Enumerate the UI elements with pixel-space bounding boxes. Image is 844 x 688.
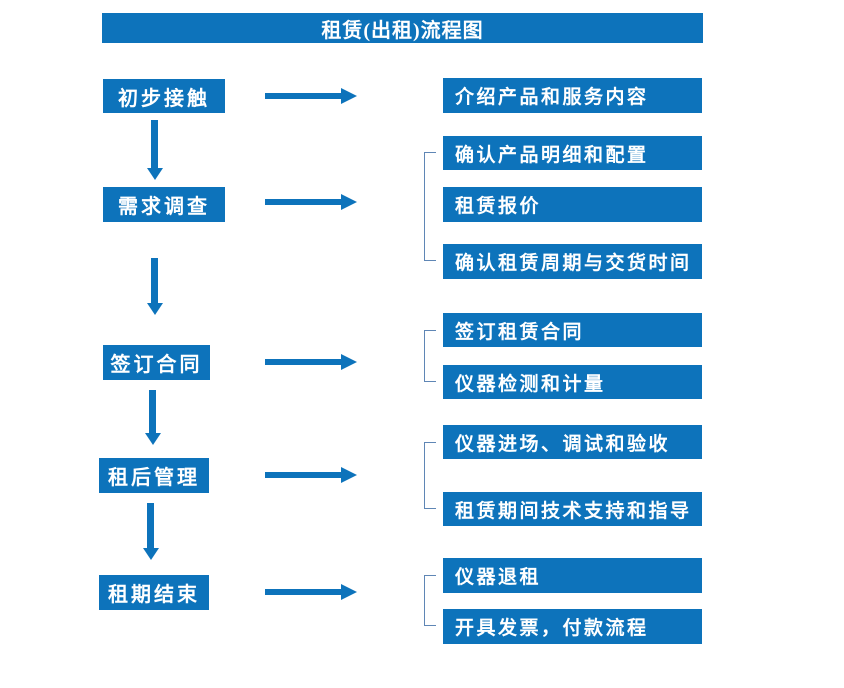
group-bracket (424, 575, 436, 626)
stage-sign-contract: 签订合同 (103, 345, 210, 380)
step-label: 仪器进场、调试和验收 (455, 433, 671, 455)
step-introduce-products-services: 介绍产品和服务内容 (443, 78, 702, 113)
flowchart-title: 租赁(出租)流程图 (321, 19, 484, 42)
step-label: 开具发票，付款流程 (455, 618, 649, 639)
flowchart-title-bar: 租赁(出租)流程图 (102, 13, 703, 43)
step-rental-quote: 租赁报价 (443, 187, 702, 222)
arrow-down-icon (147, 258, 163, 315)
arrow-down-icon (143, 503, 159, 560)
step-invoice-payment: 开具发票，付款流程 (443, 609, 702, 644)
arrow-right-icon (265, 194, 357, 210)
stage-rental-end: 租期结束 (99, 575, 209, 610)
arrow-down-icon (145, 390, 161, 445)
step-label: 仪器退租 (455, 567, 542, 588)
stage-label: 租后管理 (108, 467, 200, 489)
step-confirm-product-details: 确认产品明细和配置 (443, 136, 702, 170)
step-label: 仪器检测和计量 (455, 373, 606, 395)
stage-post-rental-management: 租后管理 (99, 458, 209, 493)
stage-initial-contact: 初步接触 (103, 79, 225, 113)
stage-demand-survey: 需求调查 (103, 187, 225, 222)
step-sign-rental-contract: 签订租赁合同 (443, 313, 702, 347)
arrow-down-icon (147, 120, 163, 180)
arrow-right-icon (265, 584, 357, 600)
arrow-right-icon (265, 467, 357, 483)
step-label: 确认产品明细和配置 (455, 144, 649, 166)
step-label: 租赁报价 (455, 196, 542, 217)
step-label: 介绍产品和服务内容 (455, 87, 649, 108)
stage-label: 需求调查 (118, 196, 210, 218)
stage-label: 签订合同 (110, 354, 203, 376)
step-instrument-setup-acceptance: 仪器进场、调试和验收 (443, 425, 702, 459)
group-bracket (424, 152, 436, 261)
stage-label: 初步接触 (118, 87, 210, 110)
arrow-right-icon (265, 354, 357, 370)
step-instrument-testing-metering: 仪器检测和计量 (443, 365, 702, 399)
step-confirm-period-delivery: 确认租赁周期与交货时间 (443, 244, 702, 279)
step-instrument-return: 仪器退租 (443, 558, 702, 593)
step-label: 确认租赁周期与交货时间 (455, 253, 692, 274)
step-label: 租赁期间技术支持和指导 (455, 500, 692, 522)
stage-label: 租期结束 (108, 584, 200, 606)
step-rental-tech-support: 租赁期间技术支持和指导 (443, 492, 702, 526)
arrow-right-icon (265, 88, 357, 104)
step-label: 签订租赁合同 (455, 321, 585, 343)
group-bracket (424, 442, 436, 509)
group-bracket (424, 330, 436, 382)
